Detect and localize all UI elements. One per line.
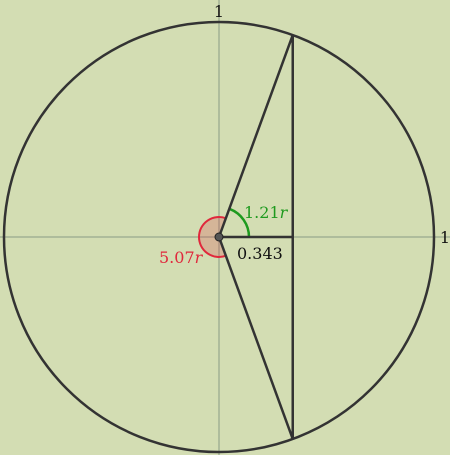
green-angle-unit: r — [280, 203, 289, 222]
chord-distance-label: 0.343 — [237, 244, 283, 263]
axis-label-right: 1 — [440, 228, 450, 247]
red-angle-fill — [199, 217, 227, 257]
green-angle-label: 1.21r — [244, 203, 289, 222]
center-point — [214, 232, 224, 242]
red-angle-label: 5.07r — [159, 248, 204, 267]
red-angle-arc — [198, 216, 227, 258]
green-angle-arc — [229, 207, 251, 238]
green-angle-value: 1.21 — [244, 203, 280, 222]
red-angle-value: 5.07 — [159, 248, 195, 267]
radius-upper — [217, 34, 294, 238]
red-angle-unit: r — [195, 248, 204, 267]
axis-label-top: 1 — [214, 2, 224, 21]
unit-circle — [2, 20, 436, 454]
radius-lower — [217, 236, 294, 440]
